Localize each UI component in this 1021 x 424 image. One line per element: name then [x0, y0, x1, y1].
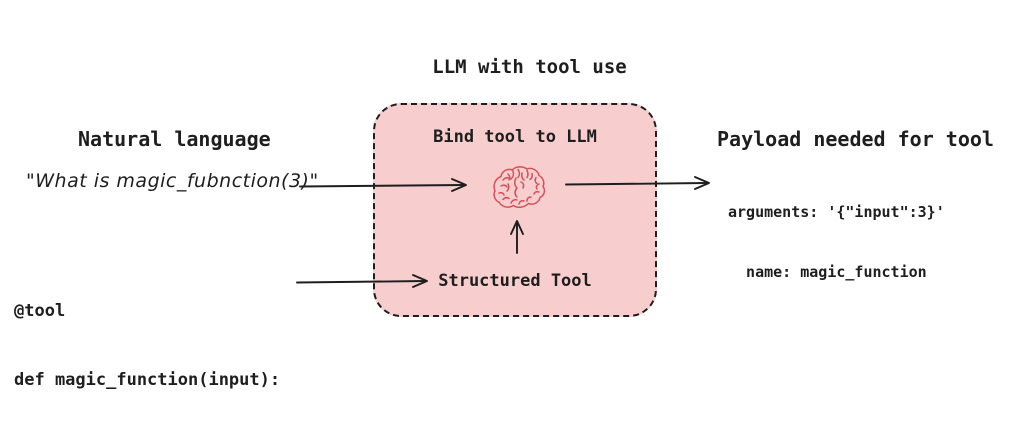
- payload-text: arguments: '{"input":3}' name: magic_fun…: [728, 162, 945, 322]
- bind-tool-heading: Bind tool to LLM: [433, 127, 597, 147]
- payload-heading: Payload needed for tool: [717, 127, 994, 151]
- structured-tool-label: Structured Tool: [438, 271, 592, 291]
- payload-line: arguments: '{"input":3}': [728, 203, 945, 221]
- code-line: def magic_function(input):: [14, 370, 281, 390]
- payload-line: name: magic_function: [728, 263, 927, 281]
- brain-icon: [493, 166, 546, 208]
- code-line: @tool: [14, 301, 66, 321]
- natural-language-quote: "What is magic_fubnction(3)": [26, 170, 319, 192]
- natural-language-heading: Natural language: [78, 127, 271, 151]
- tool-code-block: @tool def magic_function(input): return …: [14, 254, 280, 424]
- diagram-title: LLM with tool use: [432, 56, 627, 78]
